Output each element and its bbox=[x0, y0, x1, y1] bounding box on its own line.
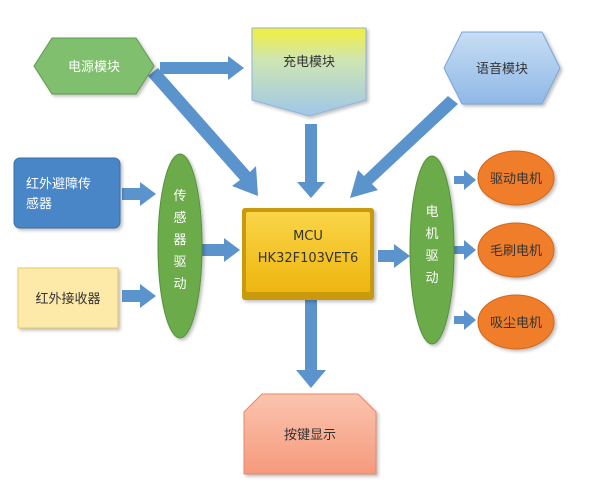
sensor-driver-char: 驱 bbox=[173, 255, 186, 270]
arrow-driver-to-vacuum-motor bbox=[454, 310, 476, 330]
arrow-driver-to-brush-motor bbox=[454, 240, 476, 260]
motor-driver-char: 电 bbox=[425, 205, 438, 220]
drive-motor bbox=[477, 150, 555, 206]
ir-receiver-label: 红外接收器 bbox=[35, 291, 100, 307]
ir-obstacle-sensor-label-line2: 感器 bbox=[26, 196, 52, 212]
arrow-sensor-to-mcu bbox=[202, 238, 240, 262]
sensor-driver-label: 传 感 器 驱 动 bbox=[173, 189, 186, 292]
sensor-driver-char: 器 bbox=[173, 233, 186, 248]
charging-module bbox=[251, 27, 367, 117]
brush-motor bbox=[477, 222, 555, 278]
mcu-label-line2: HK32F103VET6 bbox=[258, 251, 358, 266]
motor-driver bbox=[409, 155, 455, 345]
vacuum-motor-label: 吸尘电机 bbox=[490, 316, 542, 331]
arrow-mcu-to-key-display bbox=[296, 298, 326, 388]
arrow-mcu-to-motor-driver bbox=[378, 244, 410, 268]
power-module-label: 电源模块 bbox=[68, 60, 120, 75]
key-display bbox=[243, 393, 377, 475]
charging-module-label: 充电模块 bbox=[283, 54, 335, 70]
arrow-power-to-mcu bbox=[148, 68, 258, 196]
arrow-driver-to-drive-motor bbox=[454, 170, 476, 190]
voice-module bbox=[443, 31, 561, 105]
arrow-voice-to-mcu bbox=[350, 96, 458, 198]
vacuum-motor bbox=[477, 294, 555, 350]
power-module bbox=[33, 37, 155, 95]
voice-module-label: 语音模块 bbox=[476, 61, 528, 77]
motor-driver-char: 机 bbox=[425, 227, 438, 242]
sensor-driver-char: 传 bbox=[173, 189, 186, 204]
sensor-driver-char: 感 bbox=[173, 210, 186, 226]
motor-driver-char: 驱 bbox=[425, 249, 438, 264]
mcu-label-line1: MCU bbox=[293, 229, 323, 244]
arrow-power-to-charging bbox=[160, 56, 244, 80]
mcu-block bbox=[242, 208, 374, 300]
arrows bbox=[122, 56, 476, 388]
ir-receiver bbox=[17, 267, 119, 329]
ir-obstacle-sensor bbox=[13, 157, 121, 229]
motor-driver-char: 动 bbox=[425, 271, 438, 286]
sensor-driver-char: 动 bbox=[173, 277, 186, 292]
arrow-ir-receiver-to-sensor bbox=[122, 284, 156, 308]
arrow-charging-to-mcu bbox=[297, 124, 325, 198]
brush-motor-label: 毛刷电机 bbox=[490, 244, 542, 259]
sensor-driver bbox=[157, 153, 203, 339]
key-display-label: 按键显示 bbox=[284, 428, 336, 443]
motor-driver-label: 电 机 驱 动 bbox=[425, 205, 438, 286]
drive-motor-label: 驱动电机 bbox=[490, 172, 542, 187]
ir-obstacle-sensor-label-line1: 红外避障传 bbox=[26, 176, 91, 192]
arrow-ir-obstacle-to-sensor bbox=[122, 182, 156, 206]
